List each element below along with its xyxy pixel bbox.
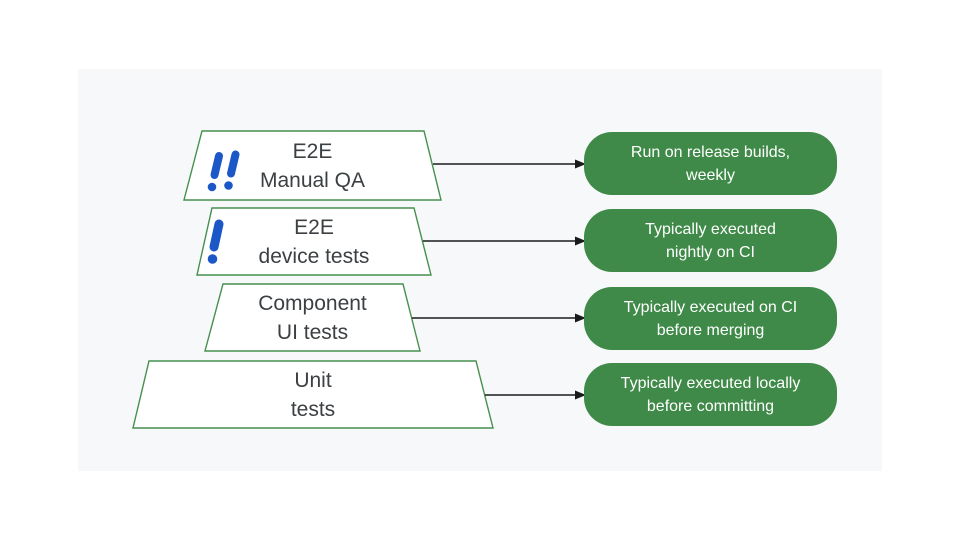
level-label-line: Manual QA [259, 168, 366, 192]
trapezoid-component-ui-tests [204, 283, 421, 352]
trapezoid-e2e-manual-qa [183, 130, 442, 201]
note-line: Typically executed on CI [623, 298, 798, 316]
double-exclamation-icon [207, 150, 240, 192]
level-label-e2e-manual-qa: E2E Manual QA [184, 131, 441, 200]
note-line: nightly on CI [666, 243, 755, 261]
arrow-component-ui-tests [412, 313, 586, 323]
note-line: before merging [656, 321, 765, 339]
level-label-component-ui-tests: Component UI tests [205, 284, 420, 351]
level-label-line: Unit [294, 368, 332, 392]
note-component-ui-tests: Typically executed on CI before merging [584, 287, 837, 350]
exclamation-icon [207, 219, 224, 264]
note-unit-tests: Typically executed locally before commit… [584, 363, 837, 426]
level-label-line: device tests [258, 244, 370, 268]
level-label-unit-tests: Unit tests [133, 361, 493, 428]
note-line: Typically executed locally [620, 374, 801, 392]
arrow-e2e-device-tests [423, 236, 586, 246]
note-line: Run on release builds, [630, 143, 791, 161]
level-label-e2e-device-tests: E2E device tests [197, 208, 431, 275]
note-line: before committing [646, 397, 775, 415]
level-label-line: UI tests [276, 320, 349, 344]
note-e2e-manual-qa: Run on release builds, weekly [584, 132, 837, 195]
arrow-unit-tests [485, 390, 586, 400]
note-line: weekly [686, 166, 735, 184]
level-label-line: E2E [292, 139, 333, 163]
note-e2e-device-tests: Typically executed nightly on CI [584, 209, 837, 272]
note-line: Typically executed [645, 220, 776, 238]
level-label-line: E2E [294, 215, 334, 239]
trapezoid-unit-tests [132, 360, 494, 429]
trapezoid-e2e-device-tests [196, 207, 432, 276]
level-label-line: Component [258, 291, 367, 315]
arrow-e2e-manual-qa [433, 159, 586, 169]
level-label-line: tests [290, 397, 336, 421]
